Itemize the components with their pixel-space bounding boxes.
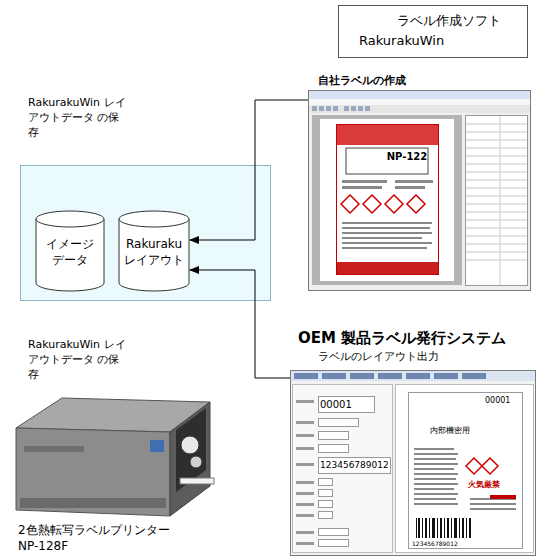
database-cylinder: Rakuraku レイアウト <box>118 210 190 292</box>
screen-text: 123456789012 <box>320 459 392 471</box>
printer-box: 2色熱転写ラベルプリンター NP-128F <box>8 392 218 554</box>
node-heading: イメージ データ <box>41 236 99 268</box>
system-screenshot <box>291 371 536 556</box>
screen-text: 内部機密用 <box>430 426 490 437</box>
connector-arrow <box>190 270 290 378</box>
database-cylinder: イメージ データ <box>35 210 105 292</box>
screen-text: NP-122 <box>372 150 442 164</box>
printer-illustration <box>16 398 214 516</box>
system-screen: OEM 製品ラベル発行システムラベルのレイアウト出力 <box>290 328 538 558</box>
node-text: ラベルのレイアウト出力 <box>318 350 518 365</box>
node-heading: Rakuraku レイアウト <box>121 236 187 268</box>
edge-label: RakurakuWin レイアウトデータ の保存 <box>28 96 128 141</box>
connector-arrow <box>190 100 308 240</box>
screen-text: 火気厳禁 <box>468 480 520 491</box>
software-screenshot <box>309 91 531 291</box>
storage-area <box>21 166 271 301</box>
screen-text: 00001 <box>485 396 525 407</box>
screen-text: 00001 <box>320 398 376 412</box>
node-heading: 自社ラベルの作成 <box>318 74 518 89</box>
edge-label: RakurakuWin レイアウトデータ の保存 <box>28 338 128 383</box>
software-screen: 自社ラベルの作成 <box>308 74 532 292</box>
screen-text: 123456789012 <box>412 540 482 548</box>
node-heading: OEM 製品ラベル発行システム <box>298 328 538 348</box>
software-box: ラベル作成ソフト RakurakuWin <box>338 5 528 58</box>
node-heading: ラベル作成ソフト <box>397 12 527 30</box>
node-heading: 2色熱転写ラベルプリンター NP-128F <box>18 522 178 554</box>
node-text: RakurakuWin <box>359 32 519 50</box>
